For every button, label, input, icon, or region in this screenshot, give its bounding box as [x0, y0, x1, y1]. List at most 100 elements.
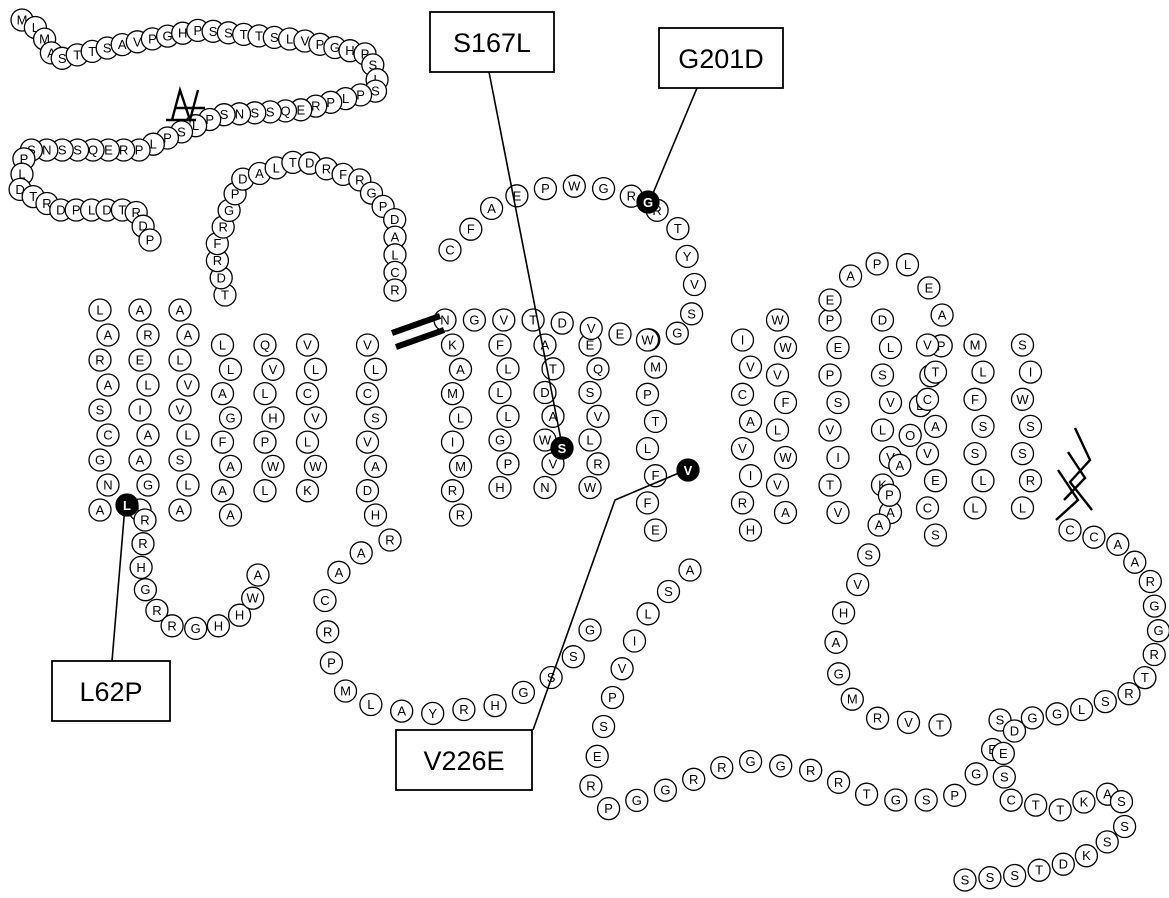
residue-letter: S [224, 25, 233, 40]
residue-letter: T [936, 718, 944, 733]
residue-letter: O [905, 428, 915, 443]
residue-letter: C [923, 392, 932, 407]
residue-letter: L [176, 353, 183, 368]
residue-chain: MLMASTTSAVPGHPSSTTSLVPGHPSLSPLPREQSSNSPL… [9, 9, 1169, 891]
mutant-residue-l62p: L [116, 494, 138, 516]
residue-letter: C [445, 243, 454, 258]
residue-letter: A [226, 508, 235, 523]
segment-loop-2: TDRFRGPDALTDRFRGPDALCR [206, 151, 406, 306]
residue-letter: P [604, 801, 613, 816]
residue-letter: T [549, 361, 557, 376]
segment-helix-5: WIMVPCTALVFIFREH [637, 329, 762, 541]
residue-letter: C [390, 265, 399, 280]
residue-letter: L [504, 409, 511, 424]
residue-letter: W [1016, 392, 1029, 407]
residue-letter: T [674, 221, 682, 236]
residue-letter: V [886, 395, 895, 410]
residue-letter: T [1056, 802, 1064, 817]
residue-letter: V [363, 435, 372, 450]
residue-letter: P [826, 313, 835, 328]
residue-letter: S [569, 649, 578, 664]
residue-letter: L [457, 410, 464, 425]
residue-letter: A [104, 328, 113, 343]
residue-letter: I [1029, 365, 1033, 380]
residue-letter: T [1141, 670, 1149, 685]
residue-letter: V [773, 478, 782, 493]
residue-letter: W [584, 480, 597, 495]
residue-letter: V [618, 661, 627, 676]
residue-letter: D [363, 483, 372, 498]
residue-letter: L [1078, 702, 1085, 717]
residue-letter: E [651, 523, 660, 538]
residue-letter: S [1103, 834, 1112, 849]
residue-letter: I [633, 634, 637, 649]
residue-letter: G [143, 478, 153, 493]
residue-letter: R [806, 763, 815, 778]
residue-letter: A [746, 414, 755, 429]
residue-letter: G [95, 453, 105, 468]
residue-letter: A [136, 453, 145, 468]
residue-letter: P [135, 143, 144, 158]
residue-letter: V [834, 505, 843, 520]
residue-letter: G [469, 313, 479, 328]
residue-letter: R [738, 495, 747, 510]
residue-letter: H [746, 523, 755, 538]
residue-letter: Q [88, 143, 98, 158]
residue-letter: W [779, 340, 792, 355]
residue-letter: L [304, 435, 311, 450]
residue-letter: G [495, 433, 505, 448]
residue-letter: I [138, 403, 142, 418]
residue-letter: Y [683, 249, 692, 264]
residue-letter: L [184, 478, 191, 493]
residue-letter: S [266, 104, 275, 119]
residue-letter: P [261, 435, 270, 450]
residue-letter: K [1082, 848, 1091, 863]
residue-letter: T [221, 288, 229, 303]
callout-label: G201D [678, 44, 764, 74]
residue-letter: P [356, 87, 365, 102]
residue-letter: G [660, 783, 670, 798]
residue-letter: S [961, 873, 970, 888]
residue-letter: H [268, 410, 277, 425]
residue-letter: A [136, 303, 145, 318]
residue-letter: L [227, 362, 234, 377]
residue-letter: T [863, 787, 871, 802]
residue-letter: E [834, 340, 843, 355]
residue-letter: V [311, 410, 320, 425]
residue-letter: S [986, 870, 995, 885]
residue-letter: C [1065, 523, 1074, 538]
residue-letter: R [593, 456, 602, 471]
residue-letter: I [741, 333, 745, 348]
residue-letter: S [922, 793, 931, 808]
residue-letter: G [1027, 710, 1037, 725]
mutant-residues: L S G V [116, 191, 699, 516]
residue-letter: P [72, 203, 81, 218]
residue-letter: L [391, 247, 398, 262]
residue-letter: N [103, 478, 112, 493]
residue-letter: R [456, 508, 465, 523]
residue-letter: R [152, 603, 161, 618]
residue-letter: A [1130, 555, 1139, 570]
svg-text:V: V [684, 463, 693, 478]
residue-letter: D [305, 156, 314, 171]
residue-letter: A [846, 269, 855, 284]
residue-letter: F [339, 167, 347, 182]
residue-letter: H [495, 480, 504, 495]
residue-letter: V [269, 362, 278, 377]
residue-letter: Q [593, 361, 603, 376]
residue-letter: R [873, 711, 882, 726]
residue-letter: V [301, 34, 310, 49]
residue-letter: A [832, 635, 841, 650]
residue-letter: F [496, 338, 504, 353]
residue-letter: A [895, 458, 904, 473]
callout-label: S167L [453, 28, 531, 58]
residue-letter: G [330, 40, 340, 55]
residue-letter: P [608, 690, 617, 705]
residue-letter: P [504, 456, 513, 471]
residue-letter: I [749, 468, 753, 483]
residue-letter: A [781, 505, 790, 520]
residue-letter: H [178, 26, 187, 41]
residue-letter: G [672, 326, 682, 341]
residue-letter: Y [428, 706, 437, 721]
residue-letter: R [834, 775, 843, 790]
